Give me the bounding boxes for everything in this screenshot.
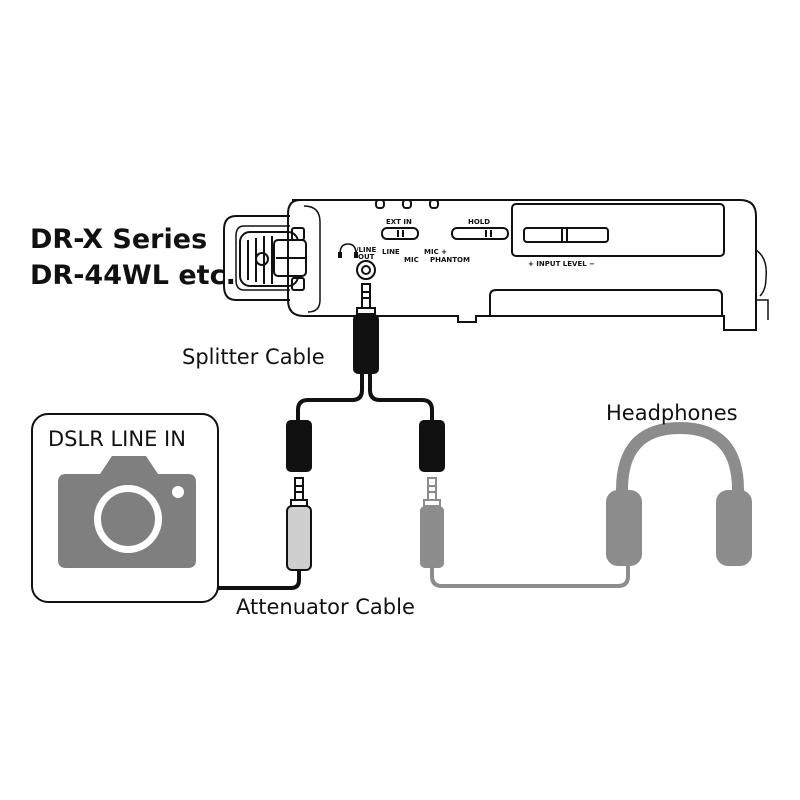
mic-guard — [223, 215, 290, 301]
line-label: LINE — [382, 248, 400, 256]
phantom-label: PHANTOM — [430, 256, 470, 264]
splitter-cable — [286, 283, 445, 472]
recorder-body — [287, 199, 757, 331]
mic-capsule — [239, 227, 307, 291]
recorder — [223, 199, 769, 331]
hold-label: HOLD — [468, 218, 490, 226]
attenuator-plug-body — [286, 505, 312, 571]
line-out-label-bottom: OUT — [358, 253, 375, 261]
line-out-label-top: /LINE — [356, 246, 376, 254]
splitter-socket-right — [419, 420, 445, 472]
headphone-jack-icon — [339, 243, 357, 255]
dslr-label: DSLR LINE IN — [48, 427, 186, 451]
input-level-panel — [511, 203, 725, 257]
input-level-label: + INPUT LEVEL − — [528, 260, 595, 268]
line-out-jack[interactable] — [356, 260, 376, 280]
headphone-plug — [420, 477, 630, 588]
splitter-plug-body — [353, 314, 379, 374]
title-line-1: DR-X Series — [30, 224, 207, 255]
ext-in-switch[interactable] — [381, 227, 419, 240]
camera-icon — [58, 456, 196, 568]
title-line-2: DR-44WL etc. — [30, 260, 236, 291]
splitter-socket-left — [286, 420, 312, 472]
attenuator-cable-label: Attenuator Cable — [236, 595, 415, 619]
hold-switch[interactable] — [451, 227, 509, 240]
headphones-icon — [606, 421, 752, 566]
splitter-cable-label: Splitter Cable — [182, 345, 325, 369]
ext-in-label: EXT IN — [386, 218, 412, 226]
mic-plus-label: MIC + — [424, 248, 447, 256]
mic-label: MIC — [404, 256, 419, 264]
headphones-label: Headphones — [606, 401, 738, 425]
